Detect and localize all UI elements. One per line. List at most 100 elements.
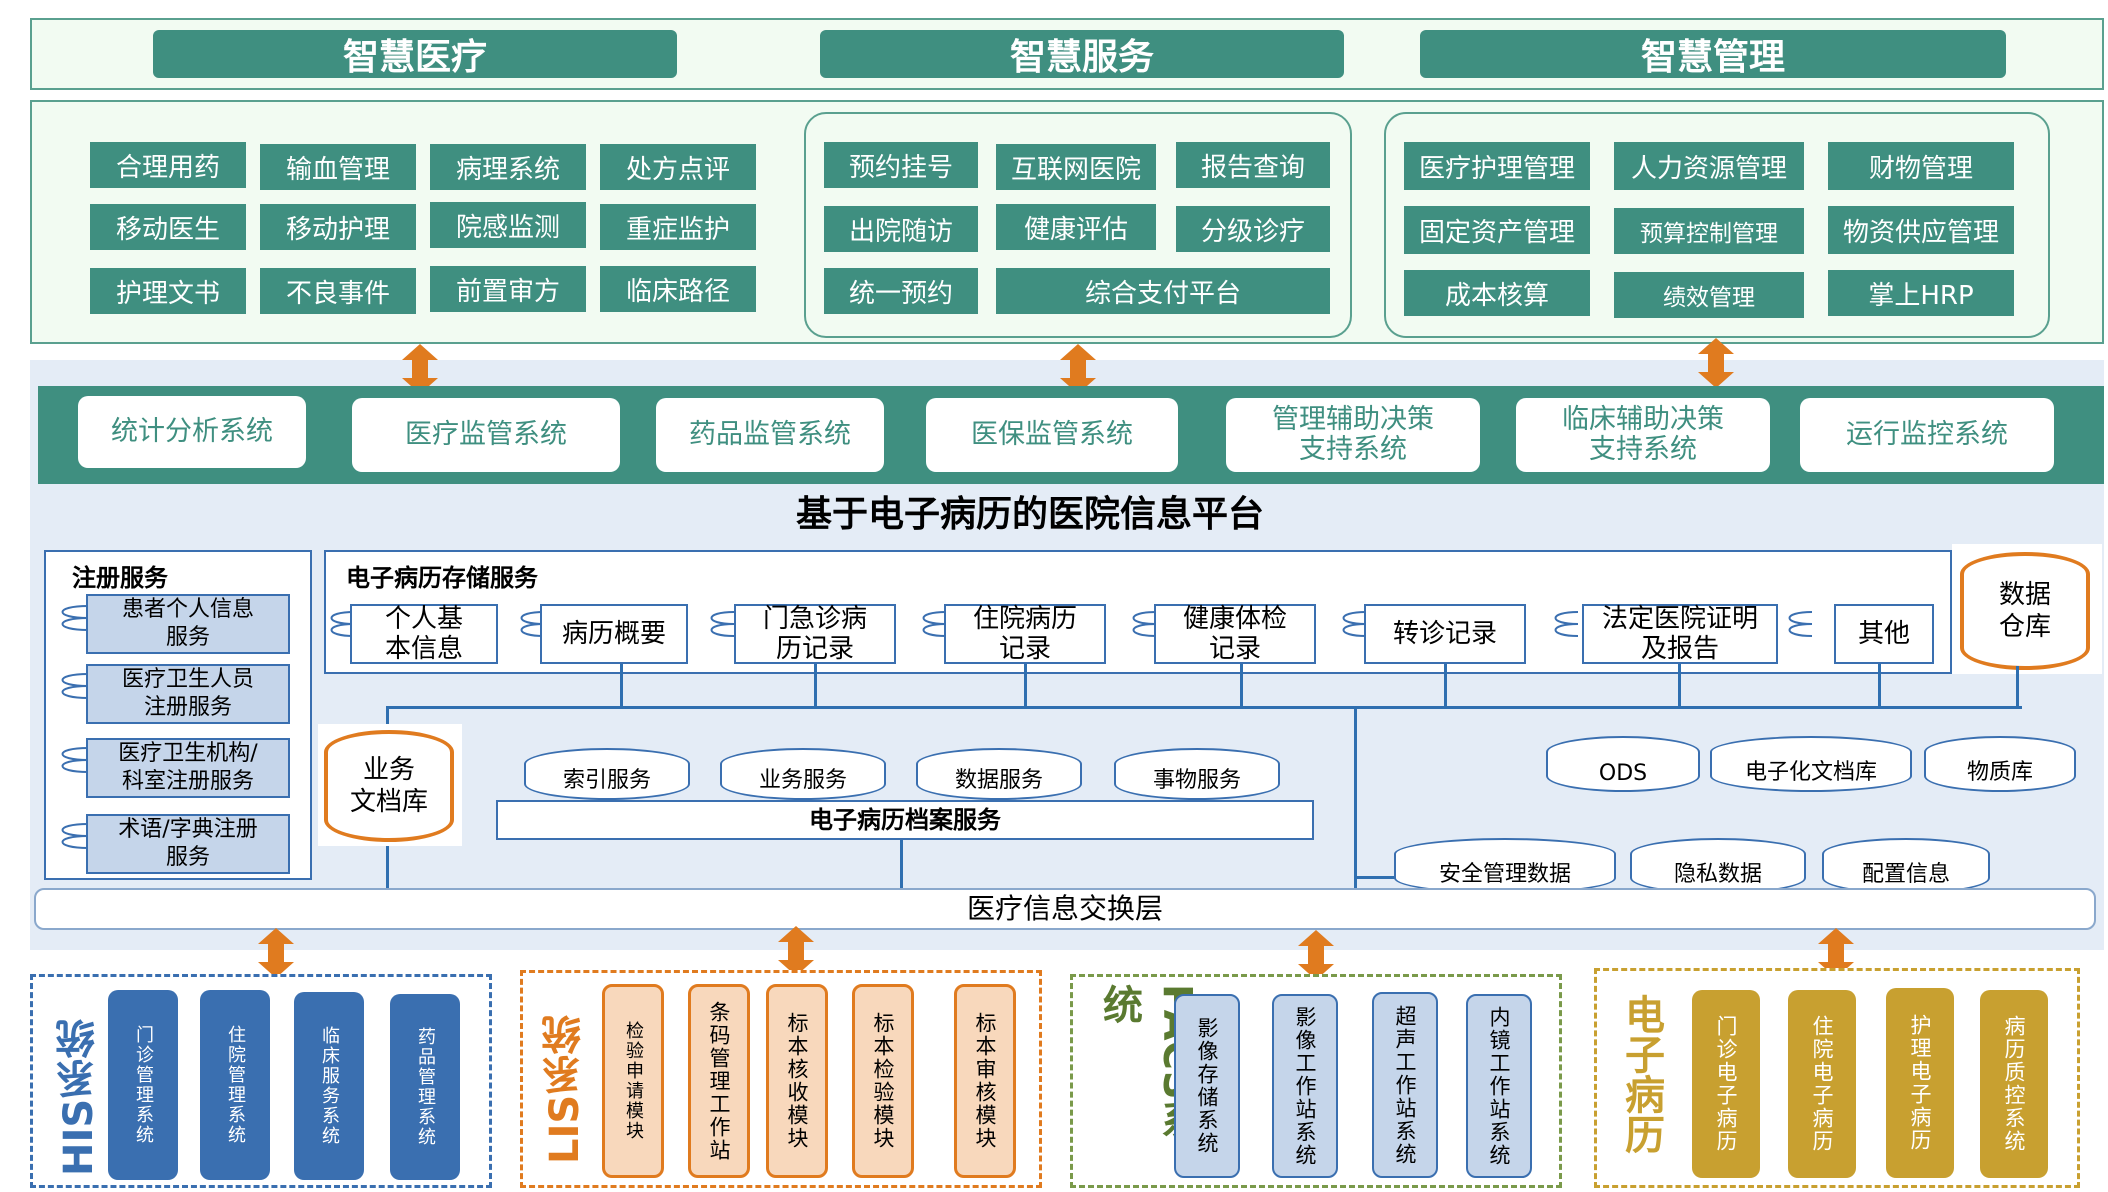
management-module[interactable]: 掌上HRP (1828, 270, 2014, 316)
business-doc-db[interactable]: 业务 文档库 (324, 730, 454, 842)
lis-module[interactable]: 标本核收模块 (766, 984, 828, 1178)
connector-line (386, 706, 2022, 709)
medical-module[interactable]: 移动医生 (90, 204, 246, 250)
analysis-system[interactable]: 统计分析系统 (78, 396, 306, 468)
archive-service[interactable]: 事物服务 (1114, 748, 1280, 800)
emr-storage-item[interactable]: 病历概要 (540, 604, 688, 664)
pacs-module[interactable]: 超声工作站系统 (1372, 992, 1438, 1178)
connector-line (620, 664, 623, 708)
emr-storage-item[interactable]: 转诊记录 (1364, 604, 1526, 664)
service-module[interactable]: 预约挂号 (824, 142, 978, 188)
connector-line (814, 664, 817, 708)
analysis-system[interactable]: 医疗监管系统 (352, 398, 620, 472)
connector-line (1240, 664, 1243, 708)
analysis-system[interactable]: 管理辅助决策 支持系统 (1226, 398, 1480, 472)
analysis-system[interactable]: 临床辅助决策 支持系统 (1516, 398, 1770, 472)
lis-module[interactable]: 检验申请模块 (602, 984, 664, 1178)
platform-title: 基于电子病历的医院信息平台 (795, 494, 1264, 535)
emr-storage-item[interactable]: 个人基 本信息 (350, 604, 498, 664)
data-store[interactable]: 物质库 (1924, 736, 2076, 792)
lis-system-title: LIS系统 (542, 1014, 588, 1164)
analysis-system[interactable]: 运行监控系统 (1800, 398, 2054, 472)
connector-line (1678, 664, 1681, 708)
medical-module[interactable]: 输血管理 (260, 144, 416, 190)
data-warehouse[interactable]: 数据 仓库 (1960, 552, 2090, 670)
lis-module[interactable]: 标本检验模块 (852, 984, 914, 1178)
emr-storage-title: 电子病历存储服务 (346, 564, 538, 592)
archive-service[interactable]: 数据服务 (916, 748, 1082, 800)
medical-module[interactable]: 合理用药 (90, 142, 246, 188)
medical-module[interactable]: 移动护理 (260, 204, 416, 250)
management-module[interactable]: 财物管理 (1828, 142, 2014, 190)
medical-module[interactable]: 前置审方 (430, 266, 586, 312)
service-module[interactable]: 出院随访 (824, 206, 978, 252)
management-module[interactable]: 物资供应管理 (1828, 206, 2014, 254)
archive-service[interactable]: 索引服务 (524, 748, 690, 800)
pacs-module[interactable]: 影像工作站系统 (1272, 994, 1338, 1178)
medical-module[interactable]: 病理系统 (430, 144, 586, 190)
service-module[interactable]: 健康评估 (996, 204, 1156, 250)
data-store[interactable]: 隐私数据 (1630, 838, 1806, 894)
pacs-module[interactable]: 影像存储系统 (1174, 994, 1240, 1178)
emr-storage-item[interactable]: 其他 (1834, 604, 1934, 664)
pacs-module[interactable]: 内镜工作站系统 (1466, 994, 1532, 1178)
data-store[interactable]: 电子化文档库 (1710, 736, 1912, 792)
emr-archive-title: 电子病历档案服务 (809, 806, 1001, 834)
archive-service[interactable]: 业务服务 (720, 748, 886, 800)
management-module[interactable]: 成本核算 (1404, 270, 1590, 316)
connector-line (2016, 666, 2019, 708)
bidirectional-arrow-icon (1060, 344, 1096, 394)
medical-module[interactable]: 处方点评 (600, 144, 756, 190)
bidirectional-arrow-icon (1698, 338, 1734, 388)
emr-module[interactable]: 病历质控系统 (1980, 990, 2048, 1178)
emr-module[interactable]: 护理电子病历 (1886, 988, 1954, 1178)
lis-module[interactable]: 条码管理工作站 (688, 984, 750, 1178)
his-module[interactable]: 药品管理系统 (390, 994, 460, 1180)
medical-module[interactable]: 不良事件 (260, 268, 416, 314)
bidirectional-arrow-icon (1818, 928, 1854, 978)
medical-module[interactable]: 重症监护 (600, 204, 756, 250)
service-module[interactable]: 报告查询 (1176, 142, 1330, 188)
medical-module[interactable]: 护理文书 (90, 268, 246, 314)
registration-item[interactable]: 术语/字典注册 服务 (86, 814, 290, 874)
service-module[interactable]: 统一预约 (824, 268, 978, 314)
data-store[interactable]: 配置信息 (1822, 838, 1990, 894)
header-smart-medical[interactable]: 智慧医疗 (153, 30, 677, 78)
his-module[interactable]: 住院管理系统 (200, 990, 270, 1180)
emr-archive-panel (496, 800, 1314, 840)
management-module[interactable]: 绩效管理 (1614, 272, 1804, 318)
his-module[interactable]: 临床服务系统 (294, 992, 364, 1180)
analysis-system[interactable]: 医保监管系统 (926, 398, 1178, 472)
header-smart-service[interactable]: 智慧服务 (820, 30, 1344, 78)
bidirectional-arrow-icon (1298, 930, 1334, 980)
exchange-layer[interactable]: 医疗信息交换层 (34, 888, 2096, 930)
service-module[interactable]: 综合支付平台 (996, 268, 1330, 314)
management-module[interactable]: 固定资产管理 (1404, 206, 1590, 254)
connector-line (1444, 664, 1447, 708)
emr-storage-item[interactable]: 法定医院证明 及报告 (1582, 604, 1778, 664)
management-module[interactable]: 人力资源管理 (1614, 142, 1804, 190)
management-module[interactable]: 预算控制管理 (1614, 208, 1804, 254)
medical-module[interactable]: 院感监测 (430, 202, 586, 248)
registration-item[interactable]: 患者个人信息 服务 (86, 594, 290, 654)
emr-storage-item[interactable]: 住院病历 记录 (944, 604, 1106, 664)
emr-module[interactable]: 门诊电子病历 (1692, 990, 1760, 1178)
analysis-system[interactable]: 药品监管系统 (656, 398, 884, 472)
service-module[interactable]: 互联网医院 (996, 144, 1156, 190)
registration-item[interactable]: 医疗卫生机构/ 科室注册服务 (86, 738, 290, 798)
emr-storage-item[interactable]: 健康体检 记录 (1154, 604, 1316, 664)
medical-module[interactable]: 临床路径 (600, 266, 756, 312)
registration-item[interactable]: 医疗卫生人员 注册服务 (86, 664, 290, 724)
data-store[interactable]: ODS (1546, 736, 1700, 792)
connector-line (1878, 664, 1881, 708)
management-module[interactable]: 医疗护理管理 (1404, 142, 1590, 190)
scroll-icon (330, 611, 1813, 637)
service-module[interactable]: 分级诊疗 (1176, 206, 1330, 252)
lis-module[interactable]: 标本审核模块 (954, 984, 1016, 1178)
data-store[interactable]: 安全管理数据 (1394, 838, 1616, 894)
connector-line (1354, 706, 1357, 890)
emr-module[interactable]: 住院电子病历 (1788, 990, 1856, 1178)
header-smart-management[interactable]: 智慧管理 (1420, 30, 2006, 78)
his-module[interactable]: 门诊管理系统 (108, 990, 178, 1180)
emr-storage-item[interactable]: 门急诊病 历记录 (734, 604, 896, 664)
